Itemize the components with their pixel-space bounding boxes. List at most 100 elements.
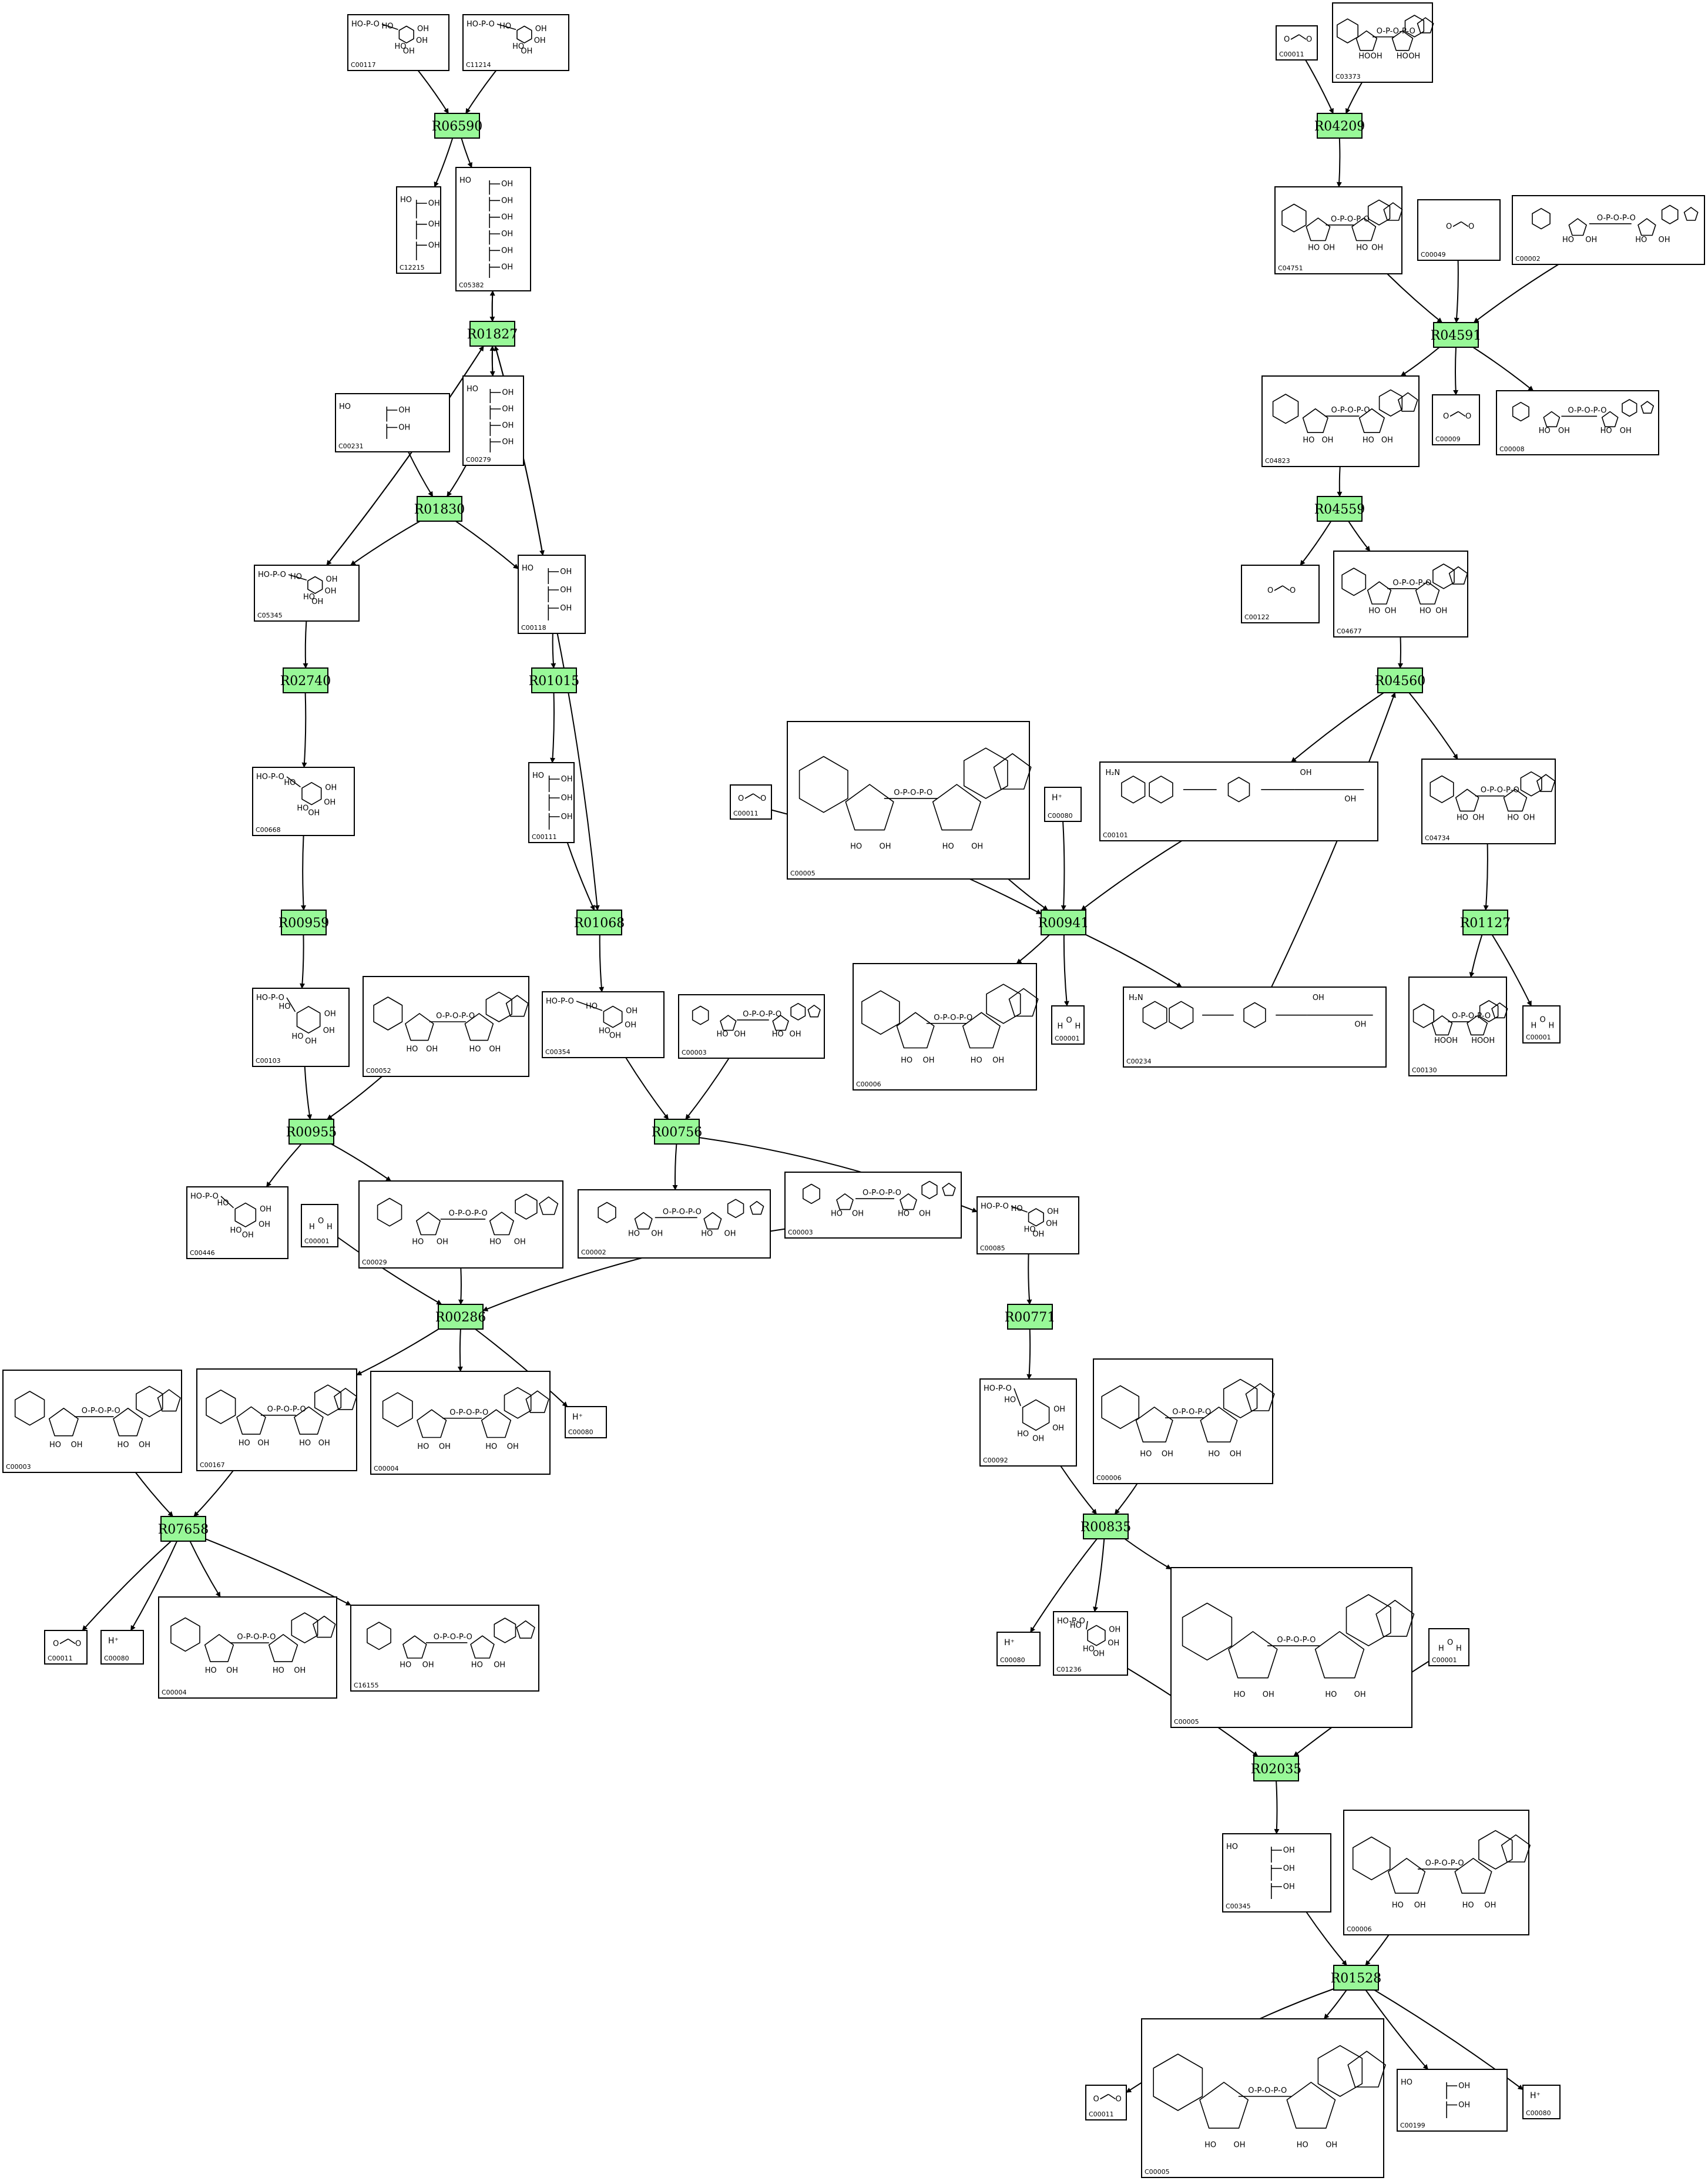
atom-symbol: HO xyxy=(512,42,524,51)
compound-c00080b[interactable]: H⁺C00080 xyxy=(565,1406,607,1438)
reaction-R00959[interactable]: R00959 xyxy=(278,910,330,935)
reaction-R00756[interactable]: R00756 xyxy=(652,1119,703,1145)
reaction-R01528[interactable]: R01528 xyxy=(1331,1965,1382,1991)
reaction-R01830[interactable]: R01830 xyxy=(414,496,465,522)
atom-symbol: H xyxy=(1456,1645,1462,1653)
reaction-R00835[interactable]: R00835 xyxy=(1080,1514,1132,1539)
compound-c00080a[interactable]: H⁺C00080 xyxy=(1044,787,1082,822)
bond-ring xyxy=(1375,1599,1415,1637)
atom-symbol: H xyxy=(309,1223,315,1232)
reaction-R00286[interactable]: R00286 xyxy=(435,1304,486,1330)
reaction-R02035[interactable]: R02035 xyxy=(1251,1756,1302,1781)
atom-symbol: OH xyxy=(534,36,546,45)
reaction-R01827[interactable]: R01827 xyxy=(467,321,518,347)
bond-ring xyxy=(1142,1001,1167,1029)
edge-R00835-to-c00080d xyxy=(1029,1538,1098,1633)
reaction-R04591[interactable]: R04591 xyxy=(1431,322,1482,348)
bond-ring xyxy=(402,1635,427,1659)
atom-symbol: OH xyxy=(139,1441,150,1449)
reaction-R00771[interactable]: R00771 xyxy=(1005,1304,1056,1330)
compound-c00080e[interactable]: H⁺C00080 xyxy=(1522,2085,1561,2119)
reaction-R04209[interactable]: R04209 xyxy=(1314,113,1365,139)
reaction-label: R01528 xyxy=(1331,1971,1382,1986)
reaction-R04560[interactable]: R04560 xyxy=(1375,667,1426,693)
atom-symbol: HO xyxy=(701,1229,713,1238)
reaction-R06590[interactable]: R06590 xyxy=(432,113,483,139)
reaction-R00955[interactable]: R00955 xyxy=(286,1119,337,1145)
compound-box xyxy=(455,167,531,291)
reaction-R04559[interactable]: R04559 xyxy=(1314,496,1365,522)
reaction-box xyxy=(1041,910,1086,935)
bond xyxy=(1452,221,1462,227)
compound-c00080d[interactable]: H⁺C00080 xyxy=(996,1632,1041,1666)
reaction-R07658[interactable]: R07658 xyxy=(158,1516,209,1542)
atom-symbol: OH xyxy=(734,1030,746,1039)
reaction-R01068[interactable]: R01068 xyxy=(574,910,625,935)
reaction-R01127[interactable]: R01127 xyxy=(1460,910,1511,935)
bond-ring xyxy=(1532,207,1551,230)
atom-symbol: HO xyxy=(1303,436,1314,445)
reaction-R02740[interactable]: R02740 xyxy=(280,667,331,693)
reaction-R01015[interactable]: R01015 xyxy=(529,667,580,693)
compound-c00080c[interactable]: H⁺C00080 xyxy=(100,1630,144,1665)
reaction-R00941[interactable]: R00941 xyxy=(1038,910,1089,935)
compound-box xyxy=(1333,551,1468,637)
bond-ring xyxy=(515,1193,538,1220)
